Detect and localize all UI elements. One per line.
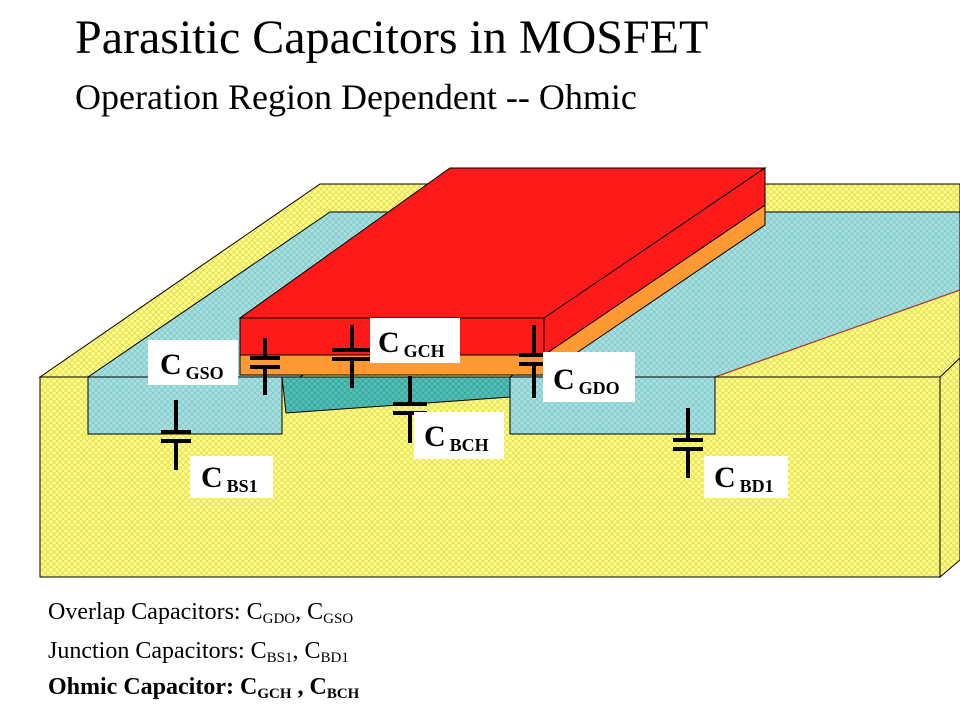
svg-text:CGDO: CGDO xyxy=(553,363,620,398)
capacitor-gch-symbol xyxy=(332,325,372,388)
page-title: Parasitic Capacitors in MOSFET xyxy=(75,11,709,64)
capacitor-gso-symbol xyxy=(250,338,280,395)
page-subtitle: Operation Region Dependent -- Ohmic xyxy=(75,77,637,117)
svg-text:CBS1: CBS1 xyxy=(201,461,258,496)
capacitor-bs1-symbol xyxy=(161,400,191,470)
svg-text:CGCH: CGCH xyxy=(378,326,445,361)
svg-text:CBCH: CBCH xyxy=(424,420,489,455)
legend-junction: Junction Capacitors: CBS1, CBD1 xyxy=(48,638,349,666)
substrate-right-face xyxy=(939,357,960,579)
legend-overlap: Overlap Capacitors: CGDO, CGSO xyxy=(48,599,354,627)
source-diffusion-front xyxy=(87,376,283,435)
perspective-line xyxy=(714,289,960,378)
legend-ohmic: Ohmic Capacitor: CGCH , CBCH xyxy=(48,674,360,702)
svg-text:CBD1: CBD1 xyxy=(714,461,774,496)
capacitor-bd1-symbol xyxy=(673,408,703,478)
svg-text:CGSO: CGSO xyxy=(160,348,224,383)
channel-region xyxy=(281,376,511,414)
